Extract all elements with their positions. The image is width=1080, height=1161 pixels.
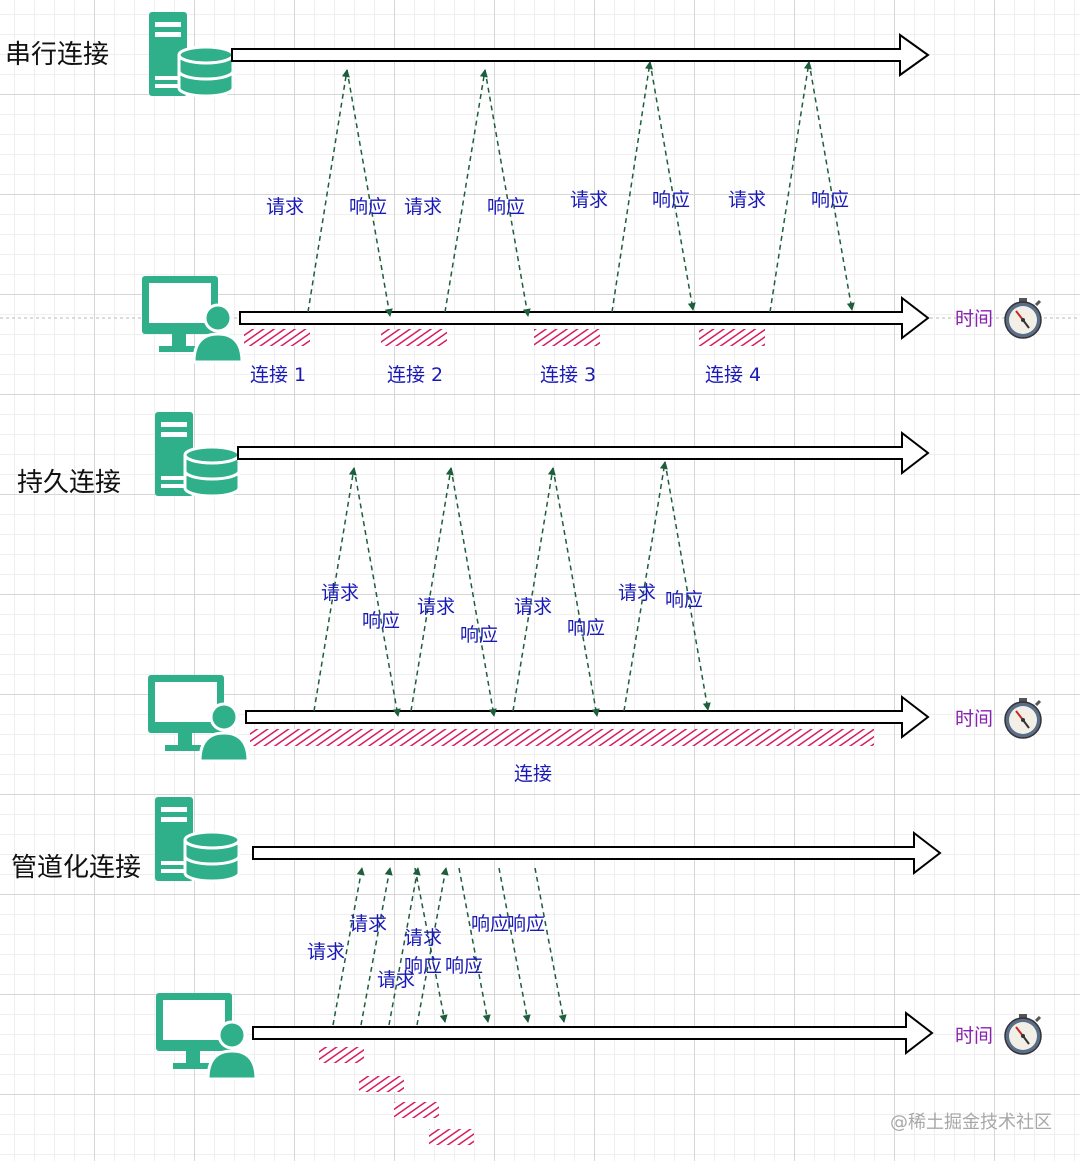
- response-arrow: [649, 61, 696, 311]
- request-label: 请求: [266, 196, 304, 218]
- request-arrow: [307, 69, 350, 313]
- connection-label: 连接 1: [250, 364, 306, 386]
- time-label: 时间: [955, 1025, 993, 1047]
- stopwatch-icon: [1003, 696, 1043, 740]
- client-computer-icon: [154, 991, 258, 1081]
- serial-section: 串行连接 请求 响应 请求 响应 请求 响应 请求 响应 连接 1 连接 2 连…: [5, 10, 1043, 386]
- response-arrow: [346, 69, 393, 317]
- client-computer-icon: [146, 673, 250, 763]
- request-arrow: [512, 467, 556, 712]
- time-label: 时间: [955, 308, 993, 330]
- connection-bar: [381, 329, 447, 346]
- response-arrow: [450, 467, 497, 717]
- response-arrow: [808, 61, 855, 311]
- response-label: 响应: [445, 955, 483, 977]
- connection-bar: [699, 329, 765, 346]
- request-label: 请求: [404, 196, 442, 218]
- request-label: 请求: [349, 913, 387, 935]
- time-label: 时间: [955, 708, 993, 730]
- request-label: 请求: [377, 969, 415, 991]
- server-icon: [153, 795, 241, 883]
- connection-bar: [244, 329, 310, 346]
- request-arrow: [360, 867, 393, 1026]
- response-label: 响应: [471, 913, 509, 935]
- server-timeline-arrow: [252, 830, 942, 876]
- response-label: 响应: [665, 589, 703, 611]
- response-label: 响应: [362, 610, 400, 632]
- response-arrow: [534, 867, 567, 1023]
- connection-bar: [394, 1102, 439, 1118]
- server-timeline-arrow: [237, 430, 930, 476]
- response-arrow: [414, 867, 448, 1023]
- response-label: 响应: [652, 189, 690, 211]
- server-icon: [153, 410, 241, 498]
- response-arrow: [552, 467, 600, 717]
- response-label: 响应: [349, 196, 387, 218]
- server-timeline-arrow: [231, 33, 930, 77]
- response-label: 响应: [567, 617, 605, 639]
- connection-bar: [534, 329, 600, 346]
- client-computer-icon: [140, 274, 244, 364]
- request-arrow: [611, 61, 653, 313]
- connection-label: 连接 2: [387, 364, 443, 386]
- connection-bar: [359, 1076, 404, 1092]
- response-arrow: [498, 867, 531, 1023]
- request-label: 请求: [404, 927, 442, 949]
- request-label: 请求: [570, 189, 608, 211]
- stopwatch-icon: [1003, 1012, 1043, 1056]
- request-label: 请求: [728, 189, 766, 211]
- connection-label: 连接 3: [540, 364, 596, 386]
- server-icon: [147, 10, 235, 98]
- request-label: 请求: [307, 941, 345, 963]
- connection-bar: [429, 1129, 474, 1145]
- connection-label: 连接: [514, 763, 552, 785]
- response-label: 响应: [460, 624, 498, 646]
- response-arrow: [458, 867, 491, 1023]
- request-arrow: [769, 61, 812, 313]
- connection-bar: [250, 729, 874, 746]
- request-arrow: [410, 467, 454, 712]
- request-label: 请求: [417, 596, 455, 618]
- watermark: @稀土掘金技术社区: [890, 1112, 1052, 1133]
- response-label: 响应: [404, 955, 442, 977]
- response-label: 响应: [507, 913, 545, 935]
- persistent-title: 持久连接: [17, 468, 121, 498]
- request-label: 请求: [514, 596, 552, 618]
- persistent-section: 持久连接 请求 响应 请求 响应 请求 响应 请求 响应 连接 时间: [17, 410, 1043, 785]
- response-arrow: [353, 467, 401, 717]
- connection-label: 连接 4: [705, 364, 761, 386]
- client-timeline-arrow: [239, 295, 930, 341]
- client-timeline-arrow: [252, 1010, 934, 1056]
- client-timeline-arrow: [245, 694, 930, 740]
- request-label: 请求: [321, 582, 359, 604]
- pipelined-section: 管道化连接 请求 请求 请求 请求 响应 响应 响应 响应 时间: [11, 795, 1043, 1145]
- connection-bar: [319, 1047, 364, 1063]
- request-arrow: [623, 461, 668, 712]
- pipelined-title: 管道化连接: [11, 853, 141, 883]
- stopwatch-icon: [1003, 296, 1043, 340]
- response-label: 响应: [487, 196, 525, 218]
- response-arrow: [484, 69, 531, 317]
- serial-title: 串行连接: [5, 40, 109, 70]
- request-arrow: [444, 69, 488, 313]
- request-label: 请求: [618, 582, 656, 604]
- response-arrow: [664, 461, 711, 711]
- response-label: 响应: [811, 189, 849, 211]
